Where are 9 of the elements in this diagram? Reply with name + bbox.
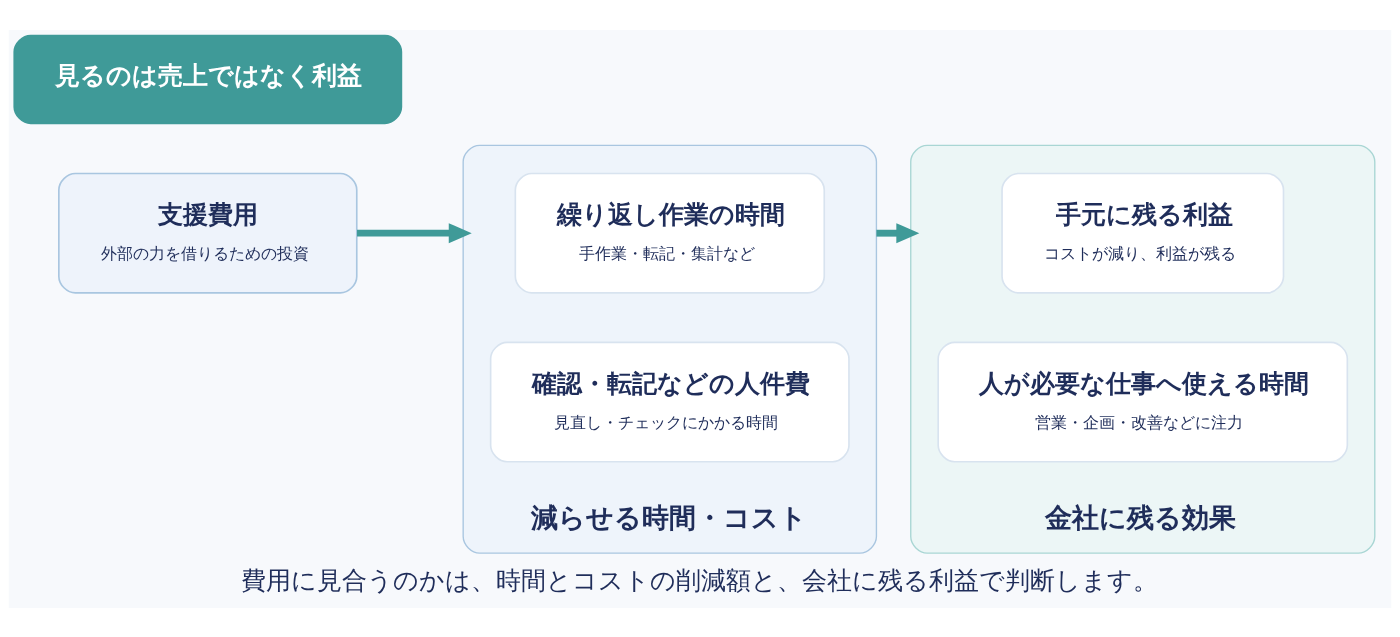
- node-box: 人が必要な仕事へ使える時間 営業・企画・改善などに注力: [937, 341, 1349, 463]
- node-box: 見るのは売上ではなく利益: [13, 34, 403, 124]
- arrow: [876, 222, 920, 243]
- node-box: 手元に残る利益 コストが減り、利益が残る: [1001, 172, 1285, 294]
- node-box: 繰り返し作業の時間 手作業・転記・集計など: [514, 172, 826, 294]
- node-box: 確認・転記などの人件費 見直し・チェックにかかる時間: [489, 341, 850, 463]
- caption: 費用に見合うのかは、時間とコストの削減額と、会社に残る利益で判断します。: [241, 565, 1159, 595]
- arrow: [357, 222, 472, 243]
- node-box: 支援費用 外部の力を借りるための投資: [58, 172, 358, 294]
